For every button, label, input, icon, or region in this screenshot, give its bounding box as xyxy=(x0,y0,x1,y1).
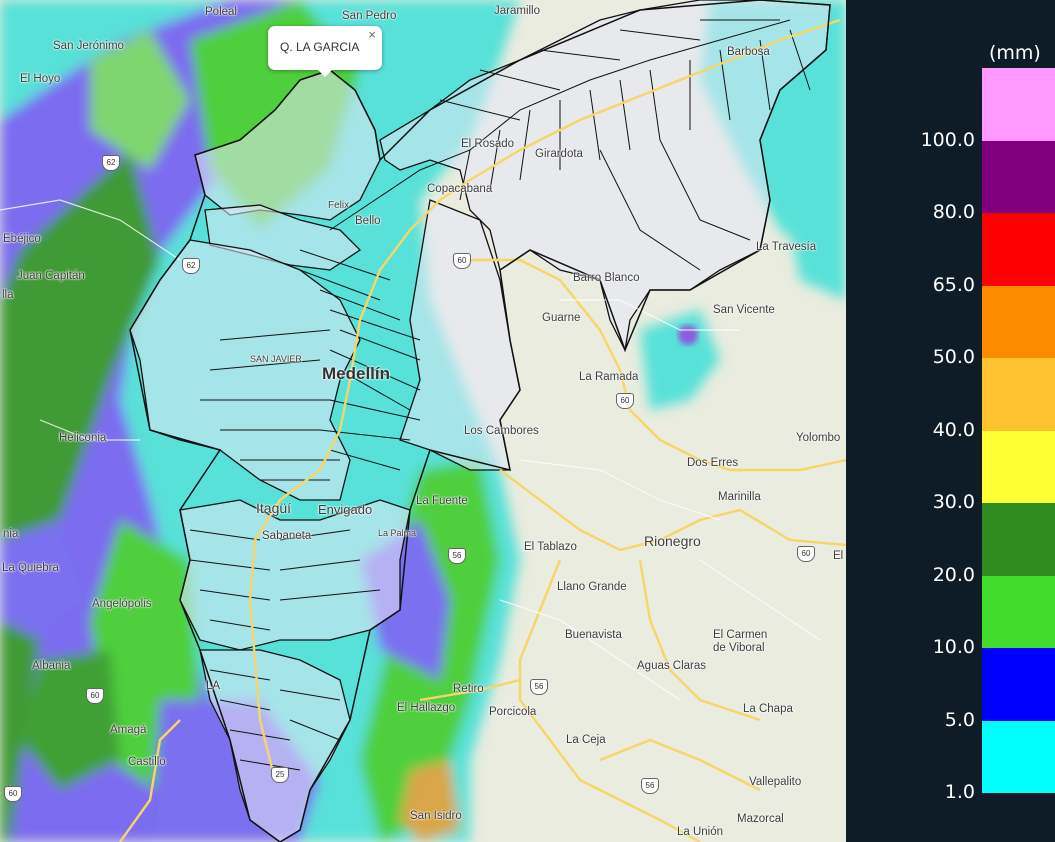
place-label: La Quiebra xyxy=(2,562,59,574)
highway-shield-icon: 60 xyxy=(616,393,634,409)
legend-tick-label: 80.0 xyxy=(932,201,975,223)
place-label: Heliconia xyxy=(59,432,107,444)
place-label: Copacabana xyxy=(427,183,493,195)
legend-swatch xyxy=(982,575,1055,648)
legend-swatch xyxy=(982,68,1055,141)
place-label: Vallepalito xyxy=(749,776,802,788)
place-label: Sabaneta xyxy=(262,530,312,542)
place-label: La Fuente xyxy=(416,495,468,507)
place-label: Jaramillo xyxy=(494,5,541,17)
place-label: SAN JAVIER xyxy=(250,354,302,364)
place-label: La Ceja xyxy=(566,734,606,746)
place-label: nia xyxy=(3,528,19,540)
place-label: La Travesía xyxy=(756,241,817,253)
place-label: El xyxy=(833,550,844,562)
place-label: Porcicola xyxy=(489,706,537,718)
legend-tick-label: 5.0 xyxy=(944,708,975,731)
radar-precipitation-layer xyxy=(0,0,846,842)
legend-tick-label: 40.0 xyxy=(932,418,975,441)
place-label: Envigado xyxy=(318,502,373,517)
highway-shield-icon: 60 xyxy=(453,253,471,269)
legend-unit: (mm) xyxy=(989,42,1041,64)
place-label: Buenavista xyxy=(565,629,622,641)
place-label: Albania xyxy=(32,660,71,672)
watershed-basins[interactable] xyxy=(129,0,831,842)
place-label: El Tablazo xyxy=(524,541,577,553)
place-label: LA xyxy=(206,680,221,692)
legend-tick-label: 65.0 xyxy=(932,273,975,296)
legend-swatch xyxy=(982,140,1055,213)
legend-swatch xyxy=(982,213,1055,286)
place-label: Llano Grande xyxy=(557,581,627,593)
place-label: La Unión xyxy=(677,826,724,838)
place-label: Juan Capitán xyxy=(17,270,85,282)
place-label: La Chapa xyxy=(743,703,793,715)
legend-tick-label: 30.0 xyxy=(932,491,975,513)
map-base-layer xyxy=(0,0,846,842)
place-label: Castillo xyxy=(128,756,166,768)
place-label: Felix xyxy=(328,200,350,211)
place-label: Barbosa xyxy=(727,46,770,58)
highway-shield-icon: 25 xyxy=(271,767,289,783)
legend-swatch xyxy=(982,430,1055,503)
subbasin-lines xyxy=(189,19,811,771)
legend-swatch xyxy=(982,648,1055,721)
highway-shield-icon: 60 xyxy=(86,688,104,704)
close-icon[interactable]: × xyxy=(368,27,376,42)
legend-tick-label: 100.0 xyxy=(920,128,975,151)
highway-shield-icon: 60 xyxy=(797,546,815,562)
place-label: El Carmen de Viboral xyxy=(713,629,768,654)
place-label: San Jerónimo xyxy=(53,40,124,52)
highway-shield-icon: 62 xyxy=(102,155,120,171)
place-label: Poleal xyxy=(205,6,237,18)
place-label: Barro Blanco xyxy=(573,272,640,284)
place-label: El Hallazgo xyxy=(397,702,456,714)
legend-tick-label: 10.0 xyxy=(932,636,975,658)
place-label: Marinilla xyxy=(718,491,761,503)
place-label: Amagá xyxy=(110,724,147,736)
place-label: Rionegro xyxy=(644,533,701,549)
place-label: Retiro xyxy=(453,683,484,695)
legend-tick-label: 1.0 xyxy=(944,781,975,803)
place-label: San Vicente xyxy=(713,304,775,316)
highway-shield-icon: 56 xyxy=(530,679,548,695)
legend-swatch xyxy=(982,503,1055,576)
place-label: lla xyxy=(2,289,14,301)
legend-tick-label: 20.0 xyxy=(932,563,975,586)
minor-roads xyxy=(0,199,821,701)
place-label: Ebéjico xyxy=(3,233,41,245)
roads xyxy=(119,18,846,842)
place-label: Dos Erres xyxy=(687,457,739,469)
info-popup[interactable]: Q. LA GARCIA × xyxy=(268,26,382,77)
place-label: Bello xyxy=(355,215,381,227)
highway-shield-icon: 56 xyxy=(641,778,659,794)
place-label: La Palma xyxy=(378,528,417,538)
highway-shield-icon: 56 xyxy=(448,548,466,564)
place-label: Angelópolis xyxy=(92,598,152,610)
place-label: Guarne xyxy=(542,312,581,324)
highway-shield-icon: 62 xyxy=(182,258,200,274)
legend-swatch xyxy=(982,358,1055,431)
highway-shield-icon: 60 xyxy=(4,786,22,802)
place-label: El Rosado xyxy=(461,138,515,150)
place-label: Los Cambores xyxy=(464,425,539,437)
city-label-medellin: Medellín xyxy=(322,364,391,383)
legend-swatch xyxy=(982,285,1055,358)
place-label: San Pedro xyxy=(342,10,397,22)
place-label: Itagüí xyxy=(256,500,292,516)
place-label: Yolombo xyxy=(796,432,841,444)
place-label: El Hoyo xyxy=(20,73,61,85)
popup-pointer xyxy=(318,70,332,77)
legend-swatch xyxy=(982,720,1055,793)
radar-map[interactable]: Poleal San Pedro Jaramillo San Jerónimo … xyxy=(0,0,846,842)
place-label: Girardota xyxy=(535,148,583,160)
place-label: La Ramada xyxy=(579,371,639,383)
place-label: Aguas Claras xyxy=(637,660,707,672)
place-label: San Isidro xyxy=(410,810,462,822)
legend-tick-label: 50.0 xyxy=(932,346,975,368)
place-label: Mazorcal xyxy=(737,813,784,825)
popup-title: Q. LA GARCIA xyxy=(280,40,360,54)
